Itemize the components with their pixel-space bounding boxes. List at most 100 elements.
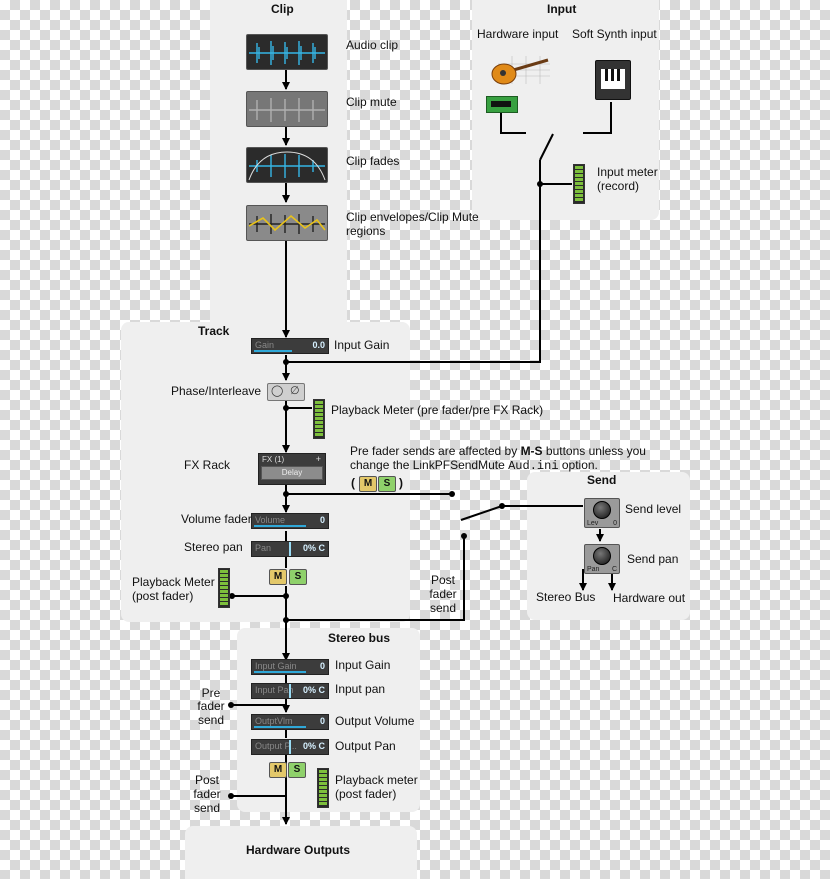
bus-playback-meter xyxy=(317,768,329,808)
track-volume-fader[interactable]: Volume 0 xyxy=(251,513,329,529)
fx-add-button[interactable]: + xyxy=(315,454,321,464)
bus-input-pan-fader[interactable]: Input Pan 0% C xyxy=(251,683,329,699)
bus-post-fader-send-3: send xyxy=(193,801,221,815)
track-post-fader-send-1: Post xyxy=(430,573,455,587)
bus-output-pan-label: Output Pan xyxy=(335,739,396,753)
bus-input-gain-name: Input Gain xyxy=(255,661,297,671)
track-mute-button[interactable]: M xyxy=(269,569,287,585)
clip-envelopes-label-1: Clip envelopes/Clip Mute xyxy=(346,210,479,224)
send-stereo-bus-label: Stereo Bus xyxy=(536,590,596,604)
note-solo-button: S xyxy=(378,476,396,492)
bus-input-pan-name: Input Pan xyxy=(255,685,294,695)
track-pan-fader[interactable]: Pan 0% C xyxy=(251,541,329,557)
clip-mute-thumbnail xyxy=(246,91,328,127)
bus-output-volume-label: Output Volume xyxy=(335,714,415,728)
playback-meter-post-label-1: Playback Meter xyxy=(132,575,215,589)
bus-post-fader-send-2: fader xyxy=(193,787,221,801)
fx-slot-delay[interactable]: Delay xyxy=(261,466,323,480)
input-meter-label-1: Input meter xyxy=(597,165,658,179)
send-panel-title: Send xyxy=(587,473,617,487)
soft-synth-input-label: Soft Synth input xyxy=(572,27,657,41)
playback-meter-post xyxy=(218,568,230,608)
fx-rack-label: FX Rack xyxy=(184,458,231,472)
bus-playback-meter-label-1: Playback meter xyxy=(335,773,418,787)
phase-interleave-buttons[interactable]: ◯ ∅ xyxy=(267,383,305,401)
bus-mute-button[interactable]: M xyxy=(269,762,287,778)
prefader-note-line1: Pre fader sends are affected by M-S butt… xyxy=(350,444,646,458)
bus-input-gain-value: 0 xyxy=(319,661,325,671)
bus-output-volume-value: 0 xyxy=(319,716,325,726)
audio-clip-thumbnail xyxy=(246,34,328,70)
input-panel-title: Input xyxy=(547,2,577,16)
bus-output-volume-name: OutptVlm xyxy=(255,716,293,726)
clip-mute-label: Clip mute xyxy=(346,95,397,109)
clip-envelopes-thumbnail xyxy=(246,205,328,241)
note-close-paren: ) xyxy=(399,476,403,490)
input-meter xyxy=(573,164,585,204)
fx-rack[interactable]: FX (1) + Delay xyxy=(258,453,326,485)
track-gain-fader[interactable]: Gain 0.0 xyxy=(251,338,329,354)
send-level-knob-label: Lev xyxy=(587,520,599,527)
prefader-note-line2: change the LinkPFSendMute Aud.ini option… xyxy=(350,458,598,473)
bus-input-pan-value: 0% C xyxy=(302,685,325,695)
note-line2-b: Aud.ini xyxy=(508,459,559,473)
bus-output-pan-name: Output P... xyxy=(255,741,297,751)
send-pan-label: Send pan xyxy=(627,552,679,566)
clip-panel-title: Clip xyxy=(271,2,294,16)
bus-output-volume-fader[interactable]: OutptVlm 0 xyxy=(251,714,329,730)
send-pan-knob-value: C xyxy=(611,566,617,573)
track-post-fader-send-2: fader xyxy=(429,587,457,601)
phase-invert-icon[interactable]: ∅ xyxy=(290,385,300,397)
send-hardware-out-label: Hardware out xyxy=(613,591,686,605)
send-level-label: Send level xyxy=(625,502,682,516)
phase-interleave-label: Phase/Interleave xyxy=(171,384,262,398)
pan-fader-value: 0% C xyxy=(302,543,325,553)
input-gain-label: Input Gain xyxy=(334,338,390,352)
clip-envelopes-label-2: regions xyxy=(346,224,386,238)
track-solo-button[interactable]: S xyxy=(289,569,307,585)
note-line1-c: buttons unless you xyxy=(542,444,646,458)
gain-fader-name: Gain xyxy=(255,340,275,350)
volume-fader-name: Volume xyxy=(255,515,286,525)
volume-fader-label: Volume fader xyxy=(181,512,252,526)
hardware-input-label: Hardware input xyxy=(477,27,559,41)
send-level-knob[interactable]: Lev 0 xyxy=(584,498,620,528)
bus-input-gain-fader[interactable]: Input Gain 0 xyxy=(251,659,329,675)
audio-interface-icon xyxy=(486,96,518,113)
soft-synth-keyboard-icon xyxy=(595,60,631,100)
volume-fader-value: 0 xyxy=(319,515,325,525)
note-line1-a: Pre fader sends are affected by xyxy=(350,444,521,458)
note-line2-c: option. xyxy=(558,458,598,472)
bus-pre-fader-send-1: Pre xyxy=(201,686,221,700)
fx-rack-header: FX (1) xyxy=(262,455,285,464)
stereo-pan-label: Stereo pan xyxy=(184,540,243,554)
note-line2-a: change the LinkPFSendMute xyxy=(350,458,509,472)
hardware-outputs-panel xyxy=(185,826,417,879)
send-level-knob-value: 0 xyxy=(613,520,617,527)
clip-fades-label: Clip fades xyxy=(346,154,400,168)
playback-meter-post-label-2: (post fader) xyxy=(132,589,194,603)
bus-input-gain-label: Input Gain xyxy=(335,658,391,672)
note-open-paren: ( xyxy=(351,476,355,490)
gain-fader-value: 0.0 xyxy=(312,340,325,350)
send-pan-knob-label: Pan xyxy=(587,566,600,573)
bus-playback-meter-label-2: (post fader) xyxy=(335,787,397,801)
interleave-icon[interactable]: ◯ xyxy=(271,385,284,397)
track-post-fader-send-3: send xyxy=(429,601,457,615)
pan-fader-name: Pan xyxy=(255,543,272,553)
send-pan-knob[interactable]: Pan C xyxy=(584,544,620,574)
bus-post-fader-send-1: Post xyxy=(194,773,219,787)
playback-meter-pre-label: Playback Meter (pre fader/pre FX Rack) xyxy=(331,403,544,417)
guitar-icon xyxy=(491,56,550,85)
bus-output-pan-fader[interactable]: Output P... 0% C xyxy=(251,739,329,755)
audio-clip-label: Audio clip xyxy=(346,38,399,52)
bus-solo-button[interactable]: S xyxy=(288,762,306,778)
note-line1-b: M-S xyxy=(520,444,543,458)
input-meter-label-2: (record) xyxy=(597,179,640,193)
track-panel-title: Track xyxy=(198,324,230,338)
bus-pre-fader-send-3: send xyxy=(197,713,225,727)
clip-fades-thumbnail xyxy=(246,147,328,183)
playback-meter-pre xyxy=(313,399,325,439)
bus-output-pan-value: 0% C xyxy=(302,741,325,751)
